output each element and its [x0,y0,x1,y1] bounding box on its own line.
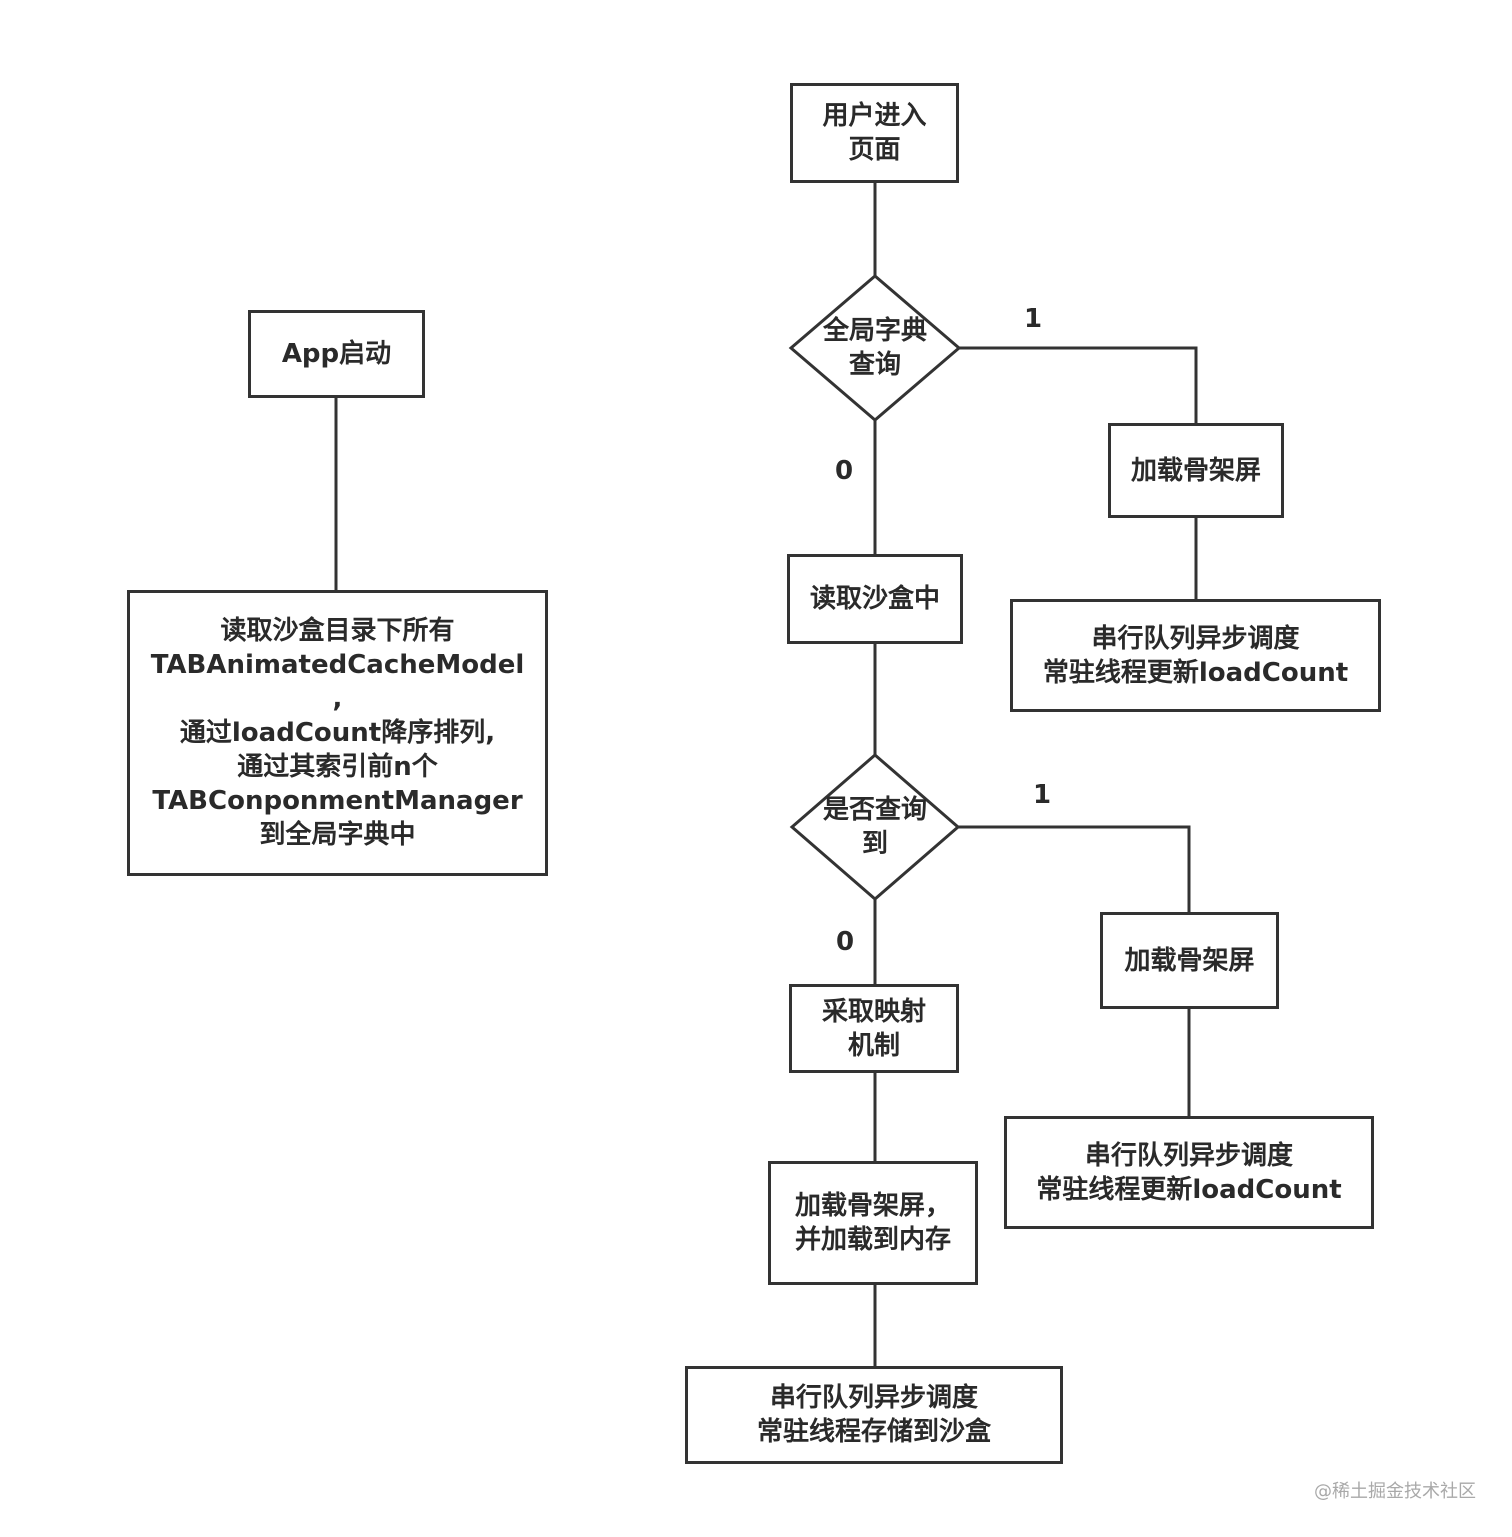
node-read-sandbox-text: 读取沙盒中 [809,584,940,614]
node-load-line-1: 读取沙盒目录下所有 [220,616,455,646]
node-app-start: App启动 [248,310,425,398]
decision-global-lookup-line-2: 查询 [848,350,901,380]
node-store-line-1: 串行队列异步调度 [769,1383,978,1413]
node-update-1-line-2: 常驻线程更新loadCount [1042,657,1349,688]
node-load-sandbox-models: 读取沙盒目录下所有 TABAnimatedCacheModel , 通过load… [127,590,548,876]
label-no-1: 0 [835,456,854,486]
decision-global-lookup-line-1: 全局字典 [822,316,927,346]
decision-found-line-1: 是否查询 [822,795,927,825]
node-skeleton-2-text: 加载骨架屏 [1124,945,1255,976]
node-mapping-line-1: 采取映射 [821,996,926,1027]
connector-decision1-yes [959,346,1198,424]
node-load-line-5: 通过其索引前n个 [237,752,438,782]
node-load-memory-line-1: 加载骨架屏， [794,1191,951,1221]
label-no-2: 0 [836,927,855,957]
watermark: @稀土掘金技术社区 [1314,1481,1476,1502]
node-enter-page-line-2: 页面 [848,135,901,165]
node-load-memory: 加载骨架屏， 并加载到内存 [768,1161,978,1285]
node-read-sandbox: 读取沙盒中 [787,554,963,644]
node-update-1-line-1: 串行队列异步调度 [1091,623,1300,654]
node-mapping-line-2: 机制 [847,1030,900,1061]
node-store-sandbox: 串行队列异步调度 常驻线程存储到沙盒 [685,1366,1063,1464]
node-load-memory-line-2: 并加载到内存 [794,1225,951,1255]
decision-found: 是否查询 到 [792,755,958,899]
node-enter-page: 用户进入 页面 [790,83,959,183]
connector-decision2-yes [958,825,1191,913]
node-load-line-3: , [332,684,343,714]
node-load-line-6: TABConponmentManager [152,786,523,816]
node-load-line-7: 到全局字典中 [259,820,416,850]
node-skeleton-1: 加载骨架屏 [1108,423,1284,518]
node-update-loadcount-2: 串行队列异步调度 常驻线程更新loadCount [1004,1116,1374,1229]
node-update-2-line-2: 常驻线程更新loadCount [1036,1174,1342,1205]
node-skeleton-1-text: 加载骨架屏 [1130,455,1261,486]
node-load-line-2: TABAnimatedCacheModel [150,650,525,680]
decision-global-lookup: 全局字典 查询 [791,276,959,420]
node-enter-page-line-1: 用户进入 [822,101,927,131]
label-yes-1: 1 [1024,304,1043,334]
node-load-line-4: 通过loadCount降序排列, [179,718,496,748]
label-yes-2: 1 [1033,780,1052,810]
decision-found-line-2: 到 [861,829,888,859]
node-update-2-line-1: 串行队列异步调度 [1084,1140,1293,1171]
node-skeleton-2: 加载骨架屏 [1100,912,1279,1009]
decision-global-lookup-shape [788,274,962,422]
node-mapping: 采取映射 机制 [789,984,959,1073]
decision-found-shape [789,753,961,901]
node-store-line-2: 常驻线程存储到沙盒 [756,1417,991,1447]
node-update-loadcount-1: 串行队列异步调度 常驻线程更新loadCount [1010,599,1381,712]
node-app-start-text: App启动 [281,339,392,369]
